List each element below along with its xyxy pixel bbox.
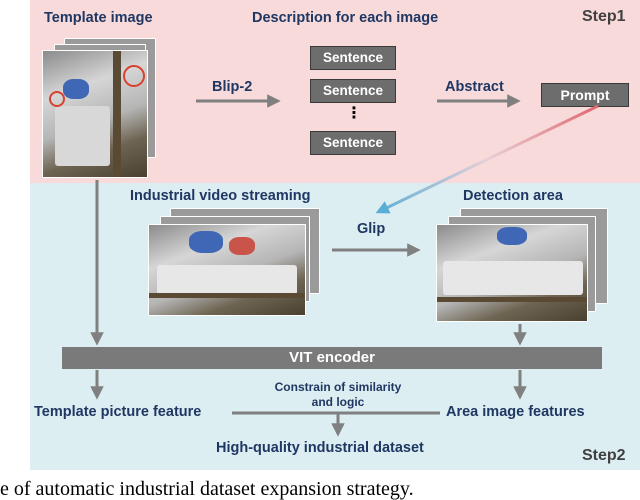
video-photo	[148, 224, 306, 316]
glip-label: Glip	[357, 221, 386, 237]
dataset-label: High-quality industrial dataset	[216, 440, 424, 456]
blip2-label: Blip-2	[212, 79, 253, 95]
step2-label: Step2	[582, 447, 626, 464]
industrial-video-label: Industrial video streaming	[130, 188, 311, 204]
sentence-box-1: Sentence	[310, 46, 396, 70]
detection-area-label: Detection area	[463, 188, 563, 204]
template-image-photo	[42, 50, 148, 178]
sentence-box-3: Sentence	[310, 131, 396, 155]
figure-caption: e of automatic industrial dataset expans…	[0, 478, 414, 500]
prompt-to-glip-arrow	[375, 104, 599, 214]
template-feature-label: Template picture feature	[34, 404, 202, 420]
step1-label: Step1	[582, 8, 626, 25]
vit-encoder-bar: VIT encoder	[62, 347, 602, 369]
sentence-box-2: Sentence	[310, 79, 396, 103]
constraint-label: Constrain of similarity and logic	[274, 380, 402, 409]
abstract-label: Abstract	[445, 79, 504, 95]
template-image-label: Template image	[44, 10, 153, 26]
description-label: Description for each image	[252, 10, 439, 26]
detection-photo	[436, 224, 588, 322]
area-features-label: Area image features	[446, 404, 585, 420]
prompt-box: Prompt	[541, 83, 629, 107]
ellipsis: ⋮	[346, 105, 362, 122]
